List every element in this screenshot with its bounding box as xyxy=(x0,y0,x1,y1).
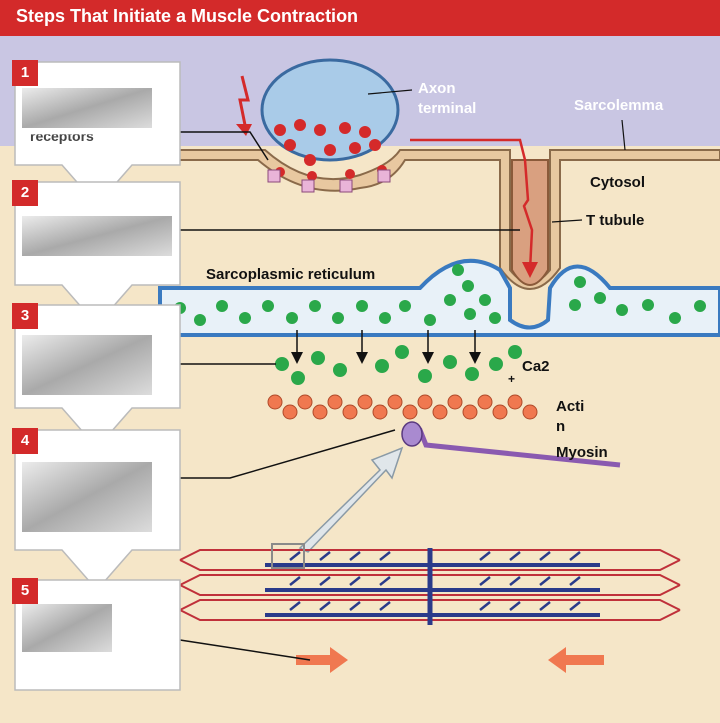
zoom-arrow xyxy=(298,446,404,553)
neurotransmitter-vesicles xyxy=(274,119,387,181)
step-badge-2: 2 xyxy=(12,180,38,206)
zoom-box xyxy=(271,543,305,569)
label-ca-plus: + xyxy=(508,372,516,386)
label-cytosol: Cytosol xyxy=(590,174,646,191)
label-sarcoplasmic-reticulum: Sarcoplasmic reticulum xyxy=(206,266,376,283)
step-1-text-fragment: receptors xyxy=(30,128,94,144)
contraction-arrow-right xyxy=(296,647,348,673)
step-badge-3: 3 xyxy=(12,303,38,329)
actin-filament xyxy=(267,394,538,420)
calcium-released xyxy=(275,345,522,385)
step-badge-4: 4 xyxy=(12,428,38,454)
myosin-head xyxy=(401,421,423,447)
acetylcholine-receptors xyxy=(267,169,391,193)
step-badge-1: 1 xyxy=(12,60,38,86)
action-potential-arrowhead xyxy=(522,262,538,278)
label-myosin: Myosin xyxy=(556,444,608,461)
nerve-impulse-arrow xyxy=(238,75,250,131)
page-title: Steps That Initiate a Muscle Contraction xyxy=(16,6,359,26)
label-sarcolemma: Sarcolemma xyxy=(574,97,664,114)
label-axon-line1: Axon xyxy=(418,80,456,97)
sarcomere xyxy=(179,543,681,625)
sarcolemma-membrane xyxy=(159,149,720,290)
label-actin-line1: Acti xyxy=(556,398,585,415)
action-potential-path xyxy=(410,138,534,271)
label-actin-line2: n xyxy=(556,418,566,435)
label-ca2: Ca2 xyxy=(522,358,550,375)
label-axon-line2: terminal xyxy=(418,100,477,117)
calcium-release-arrows xyxy=(291,330,481,364)
step-badge-5: 5 xyxy=(12,578,38,604)
contraction-arrow-left xyxy=(548,647,604,673)
nerve-impulse-arrowhead xyxy=(236,124,252,136)
step-leader-lines xyxy=(179,131,520,661)
calcium-stored xyxy=(174,264,706,326)
step-panels xyxy=(14,61,181,691)
label-t-tubule: T tubule xyxy=(586,212,645,229)
title-bar: Steps That Initiate a Muscle Contraction xyxy=(0,0,720,36)
